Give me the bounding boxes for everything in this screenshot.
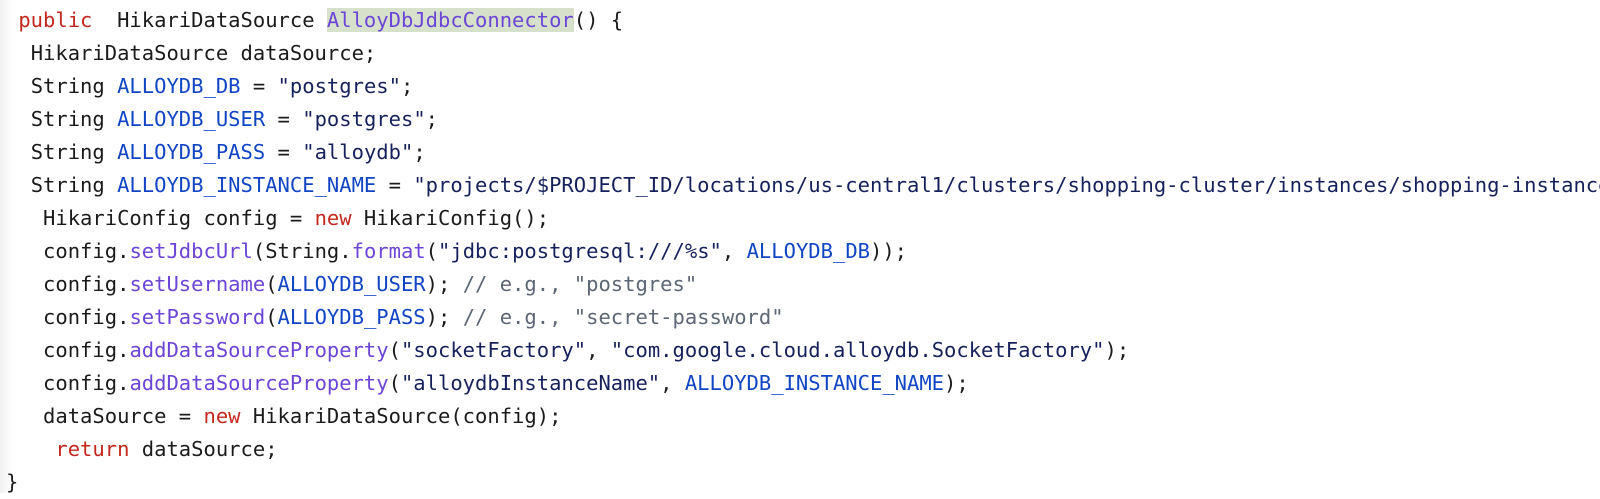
- code-token-plain: }: [6, 470, 19, 494]
- code-token-str: "socketFactory": [400, 338, 587, 362]
- code-token-plain: ;: [413, 140, 426, 164]
- code-token-method: format: [351, 239, 426, 263]
- code-indent: [6, 338, 43, 362]
- code-indent: [6, 272, 43, 296]
- code-token-plain: HikariDataSource dataSource;: [30, 41, 377, 65]
- code-token-str: "postgres": [302, 107, 426, 131]
- code-indent: [6, 437, 55, 461]
- code-token-plain: =: [265, 140, 303, 164]
- code-line[interactable]: return dataSource;: [0, 433, 1600, 466]
- code-token-plain: HikariConfig config =: [43, 206, 315, 230]
- code-token-kw: new: [203, 404, 241, 428]
- code-token-const: ALLOYDB_INSTANCE_NAME: [117, 173, 377, 197]
- code-token-method: addDataSourceProperty: [129, 338, 389, 362]
- code-token-plain: config.: [43, 305, 130, 329]
- code-line[interactable]: config.addDataSourceProperty("alloydbIns…: [0, 367, 1600, 400]
- code-token-const: ALLOYDB_INSTANCE_NAME: [684, 371, 945, 395]
- code-token-plain: config.: [43, 272, 130, 296]
- code-indent: [6, 371, 43, 395]
- code-token-plain: String: [30, 173, 118, 197]
- code-token-str: "alloydb": [302, 140, 414, 164]
- code-line[interactable]: String ALLOYDB_DB = "postgres";: [0, 70, 1600, 103]
- code-token-plain: =: [265, 107, 303, 131]
- code-token-plain: HikariDataSource(config);: [240, 404, 562, 428]
- code-token-kw: public: [18, 8, 93, 32]
- code-token-plain: (: [425, 239, 439, 263]
- code-line[interactable]: String ALLOYDB_INSTANCE_NAME = "projects…: [0, 169, 1600, 202]
- code-token-plain: ));: [870, 239, 908, 263]
- code-token-plain: ,: [721, 239, 747, 263]
- code-token-const: ALLOYDB_USER: [117, 107, 266, 131]
- code-line[interactable]: HikariConfig config = new HikariConfig()…: [0, 202, 1600, 235]
- code-indent: [6, 239, 43, 263]
- code-indent: [6, 173, 31, 197]
- code-token-comment: // e.g., "secret-password": [462, 305, 784, 329]
- code-token-plain: (: [265, 305, 278, 329]
- code-token-plain: HikariConfig();: [351, 206, 550, 230]
- code-line[interactable]: }: [0, 466, 1600, 499]
- code-token-plain: config.: [43, 371, 130, 395]
- code-line[interactable]: HikariDataSource dataSource;: [0, 37, 1600, 70]
- code-token-const: ALLOYDB_USER: [277, 272, 426, 296]
- code-token-plain: String: [30, 107, 118, 131]
- code-token-plain: (: [388, 371, 401, 395]
- code-line[interactable]: dataSource = new HikariDataSource(config…: [0, 400, 1600, 433]
- code-indent: [6, 74, 31, 98]
- code-token-const: ALLOYDB_DB: [117, 74, 241, 98]
- code-indent: [6, 206, 43, 230]
- code-token-plain: );: [944, 371, 969, 395]
- code-token-plain: (: [265, 272, 278, 296]
- code-token-plain: );: [1104, 338, 1130, 362]
- code-lines-container[interactable]: public HikariDataSource AlloyDbJdbcConne…: [0, 4, 1600, 499]
- code-token-method: setPassword: [129, 305, 266, 329]
- code-token-plain: );: [425, 305, 463, 329]
- code-indent: [6, 8, 18, 32]
- code-token-plain: dataSource =: [43, 404, 204, 428]
- code-token-plain: ,: [660, 371, 685, 395]
- code-token-plain: =: [240, 74, 278, 98]
- code-token-method: addDataSourceProperty: [129, 371, 389, 395]
- code-token-plain: () {: [573, 8, 624, 32]
- code-token-plain: ,: [586, 338, 611, 362]
- code-line[interactable]: config.addDataSourceProperty("socketFact…: [0, 334, 1600, 367]
- code-token-method: setUsername: [129, 272, 266, 296]
- code-token-str: "alloydbInstanceName": [400, 371, 661, 395]
- code-token-plain: ;: [425, 107, 438, 131]
- code-token-kw: new: [314, 206, 352, 230]
- code-token-str: "jdbc:postgresql:///%s": [438, 239, 722, 263]
- code-token-method: setJdbcUrl: [129, 239, 253, 263]
- code-token-plain: =: [376, 173, 414, 197]
- code-token-const: ALLOYDB_DB: [746, 239, 870, 263]
- code-line[interactable]: config.setPassword(ALLOYDB_PASS); // e.g…: [0, 301, 1600, 334]
- code-token-plain: String: [30, 140, 118, 164]
- code-indent: [6, 107, 31, 131]
- code-token-plain: String: [30, 74, 118, 98]
- code-token-str: "postgres": [277, 74, 401, 98]
- code-line[interactable]: String ALLOYDB_USER = "postgres";: [0, 103, 1600, 136]
- code-line[interactable]: public HikariDataSource AlloyDbJdbcConne…: [0, 4, 1600, 37]
- code-token-kw: return: [55, 437, 130, 461]
- code-token-plain: );: [425, 272, 463, 296]
- code-line[interactable]: config.setJdbcUrl(String.format("jdbc:po…: [0, 235, 1600, 268]
- code-line[interactable]: String ALLOYDB_PASS = "alloydb";: [0, 136, 1600, 169]
- code-token-plain: (: [388, 338, 401, 362]
- code-token-plain: dataSource;: [129, 437, 278, 461]
- code-token-plain: ;: [400, 74, 414, 98]
- code-token-comment: // e.g., "postgres": [462, 272, 698, 296]
- code-token-plain: config.: [43, 239, 130, 263]
- code-token-plain: HikariDataSource: [92, 8, 327, 32]
- code-token-const: ALLOYDB_PASS: [277, 305, 426, 329]
- code-token-plain: config.: [43, 338, 130, 362]
- code-indent: [6, 404, 43, 428]
- code-token-str: "projects/$PROJECT_ID/locations/us-centr…: [413, 173, 1600, 197]
- code-indent: [6, 140, 31, 164]
- code-line[interactable]: config.setUsername(ALLOYDB_USER); // e.g…: [0, 268, 1600, 301]
- code-indent: [6, 305, 43, 329]
- code-token-const: ALLOYDB_PASS: [117, 140, 266, 164]
- code-token-plain: (String.: [252, 239, 352, 263]
- code-indent: [6, 41, 31, 65]
- code-token-name-hl: AlloyDbJdbcConnector: [326, 8, 574, 32]
- code-token-str: "com.google.cloud.alloydb.SocketFactory": [610, 338, 1105, 362]
